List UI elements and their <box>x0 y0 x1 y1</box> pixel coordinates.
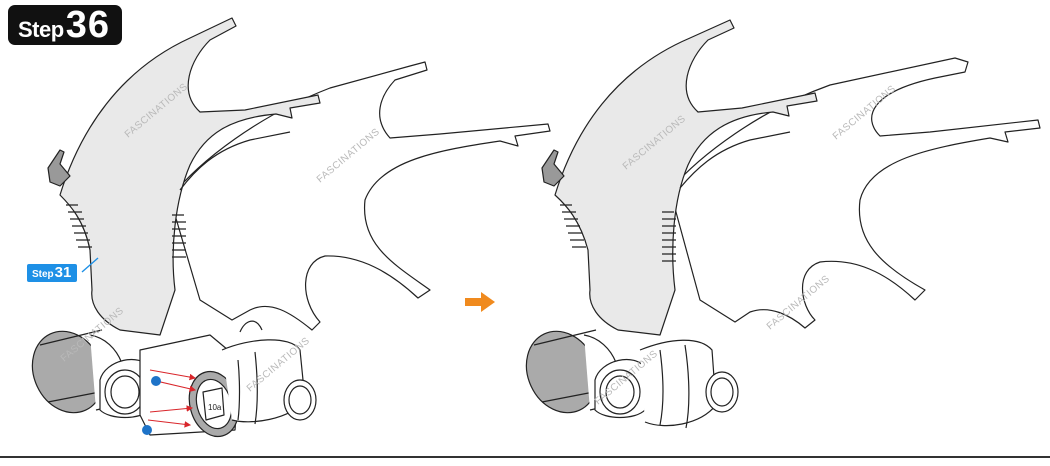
right-back-wing <box>670 58 1040 328</box>
part-label: 10a <box>208 403 222 412</box>
transition-arrow <box>465 292 495 312</box>
bottom-divider <box>0 456 1050 458</box>
reference-step-badge: Step 31 <box>27 264 77 282</box>
right-assembly <box>513 20 1040 428</box>
glue-point-dot <box>142 425 152 435</box>
reference-step-number: 31 <box>55 264 72 282</box>
left-back-wing <box>170 62 550 330</box>
left-assembly <box>19 18 550 442</box>
reference-step-word: Step <box>32 266 54 284</box>
glue-point-dot <box>151 376 161 386</box>
